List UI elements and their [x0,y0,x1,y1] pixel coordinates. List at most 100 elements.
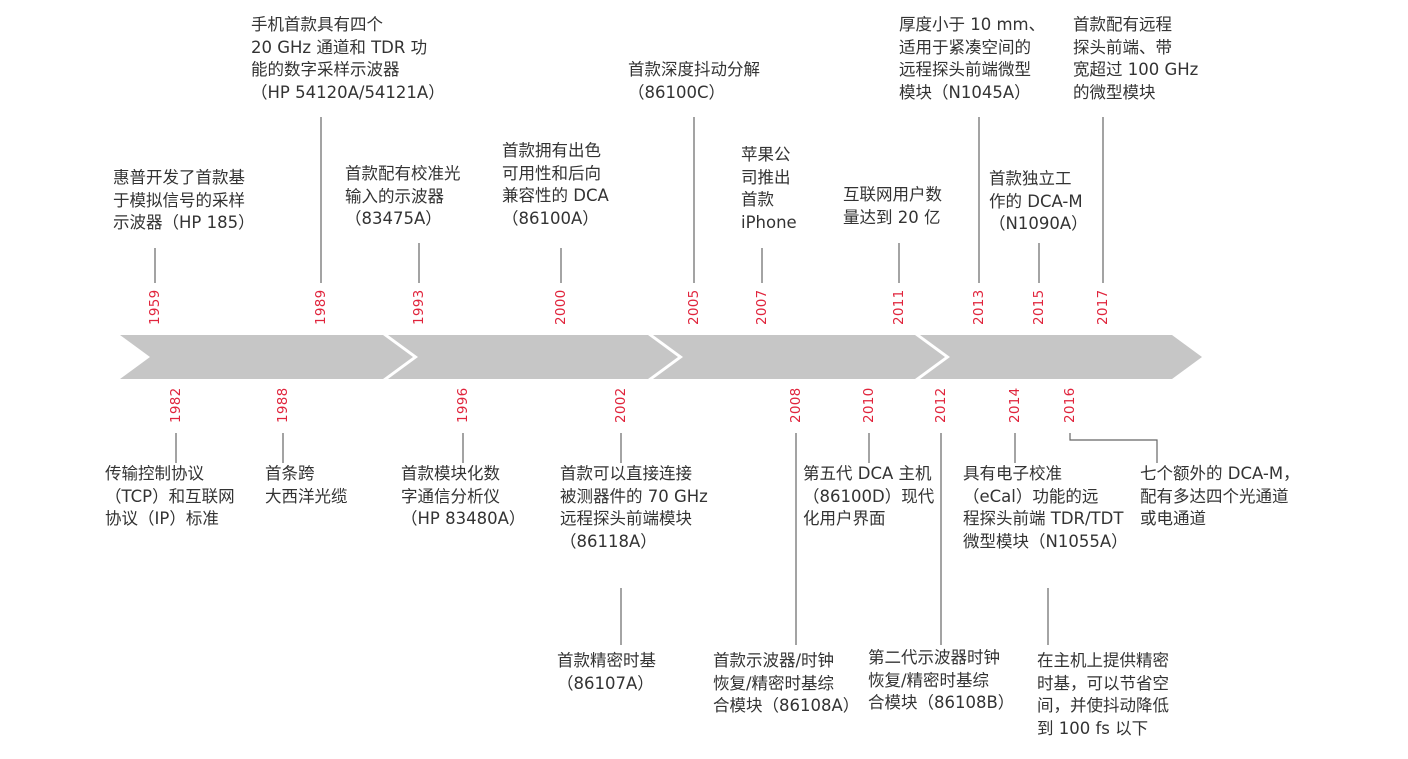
milestone-text-line: 可用性和后向 [502,163,601,183]
milestone-text-line: 司推出 [741,167,791,187]
milestone-text-line: 远程探头前端微型 [899,60,1031,79]
milestone-text-line: （86100D）现代 [803,486,935,506]
milestone-text-line: 宽超过 100 GHz [1073,60,1199,79]
milestone-text-line: 兼容性的 DCA [502,186,609,205]
milestone-label-1996: 首款模块化数字通信分析仪 （HP 83480A） [401,463,525,531]
year-label-1993: 1993 [411,289,427,325]
milestone-label-2000: 首款拥有出色可用性和后向兼容性的 DCA（86100A） [502,140,609,230]
milestone-text-line: （86100C） [628,82,726,102]
milestone-text-line: 合模块（86108A） [713,696,860,715]
timeline-arrow-segment-3 [653,335,945,379]
milestone-text-line: 恢复/精密时基综 [868,670,990,690]
milestone-label-2007: 苹果公司推出首款 iPhone [741,144,797,234]
milestone-text-line: 的微型模块 [1073,82,1156,102]
milestone-text-line: 字通信分析仪 [401,486,500,506]
year-label-2012: 2012 [933,387,949,423]
milestone-label-2014b: 在主机上提供精密时基，可以节省空间，并使抖动降低到 100 fs 以下 [1037,650,1169,740]
milestone-text-line: 到 100 fs 以下 [1037,718,1149,738]
timeline-arrow-segment-1 [120,335,413,379]
year-label-2005: 2005 [686,289,702,325]
milestone-label-1993: 首款配有校准光输入的示波器 （83475A） [345,163,461,231]
milestone-text-line: 首条跨 [265,464,315,483]
milestone-text-line: 间，并使抖动降低 [1037,696,1169,715]
year-label-2016: 2016 [1062,387,1078,423]
milestone-text-line: （83475A） [345,209,442,228]
milestone-text-line: （HP 83480A） [401,509,526,528]
milestone-label-2002b: 首款精密时基 （86107A） [557,650,656,695]
milestone-text-line: 作的 DCA-M [989,191,1083,211]
milestone-text-line: 协议（IP）标准 [105,509,219,528]
milestone-text-line: 被测器件的 70 GHz [560,486,708,506]
milestone-text-line: （HP 54120A/54121A） [251,82,445,102]
milestone-label-2015: 首款独立工作的 DCA-M （N1090A） [989,168,1088,236]
milestone-text-line: （86107A） [557,673,654,693]
milestone-text-line: 首款可以直接连接 [560,464,692,483]
milestone-text-line: （N1090A） [989,214,1088,233]
milestone-text-line: 传输控制协议 [105,464,204,483]
milestone-label-2005: 首款深度抖动分解（86100C） [628,59,760,104]
milestone-label-2013: 厚度小于 10 mm、适用于紧凑空间的远程探头前端微型模块（N1045A） [899,14,1045,104]
year-label-2013: 2013 [971,289,987,325]
milestone-text-line: （86100A） [502,208,599,228]
milestone-text-line: （eCal）功能的远 [963,486,1099,506]
milestone-text-line: 20 GHz 通道和 TDR 功 [251,37,428,57]
milestone-text-line: 首款精密时基 [557,651,656,670]
milestone-text-line: 七个额外的 DCA-M， [1140,464,1300,483]
milestone-text-line: 程探头前端 TDR/TDT [963,509,1124,528]
milestone-text-line: 能的数字采样示波器 [251,60,400,79]
year-label-1959: 1959 [147,289,163,325]
year-label-2014: 2014 [1007,387,1023,423]
milestone-label-1989: 手机首款具有四个 20 GHz 通道和 TDR 功能的数字采样示波器 （HP 541… [251,14,445,104]
milestone-label-2017: 首款配有远程探头前端、带宽超过 100 GHz 的微型模块 [1073,14,1198,104]
milestone-text-line: 首款示波器/时钟 [713,651,835,670]
milestone-text-line: 首款独立工 [989,169,1072,188]
year-label-2011: 2011 [891,289,907,325]
milestone-text-line: 首款配有校准光 [345,164,461,183]
milestone-text-line: （86118A） [560,531,657,551]
milestone-text-line: 在主机上提供精密 [1037,651,1169,670]
milestone-text-line: 探头前端、带 [1073,37,1172,57]
milestone-text-line: 于模拟信号的采样 [113,190,245,210]
year-label-1996: 1996 [455,387,471,423]
milestone-text-line: 输入的示波器 [345,186,444,206]
timeline-arrow-segment-4 [920,335,1202,379]
milestone-label-2016: 七个额外的 DCA-M，配有多达四个光通道或电通道 [1140,463,1300,531]
year-label-2017: 2017 [1095,289,1111,325]
milestone-text-line: 第五代 DCA 主机 [803,464,932,483]
milestone-text-line: 时基，可以节省空 [1037,673,1169,693]
milestone-text-line: 适用于紧凑空间的 [899,37,1031,57]
milestone-text-line: （TCP）和互联网 [105,486,235,506]
year-label-1982: 1982 [168,387,184,423]
milestone-text-line: 配有多达四个光通道 [1140,486,1289,506]
milestone-label-2011: 互联网用户数量达到 20 亿 [843,184,942,229]
milestone-label-1959: 惠普开发了首款基于模拟信号的采样示波器（HP 185） [113,167,255,235]
year-label-2008: 2008 [788,387,804,423]
year-label-2015: 2015 [1031,289,1047,325]
year-label-1988: 1988 [275,387,291,423]
year-label-1989: 1989 [313,289,329,325]
milestone-text-line: 苹果公 [741,145,791,164]
milestone-text-line: 惠普开发了首款基 [113,168,245,187]
milestone-text-line: 互联网用户数 [843,185,942,204]
milestone-text-line: 微型模块（N1055A） [963,531,1128,551]
connector-line-2016 [1069,433,1158,463]
milestone-text-line: 手机首款具有四个 [251,15,383,34]
milestone-label-2010: 第五代 DCA 主机 （86100D）现代化用户界面 [803,463,934,531]
year-label-2002: 2002 [613,387,629,423]
milestone-text-line: iPhone [741,212,797,232]
milestone-text-line: 首款配有远程 [1073,15,1172,34]
milestone-text-line: 模块（N1045A） [899,82,1031,102]
year-label-2010: 2010 [861,387,877,423]
milestone-text-line: 厚度小于 10 mm、 [899,15,1046,34]
milestone-text-line: 合模块（86108B） [868,693,1015,712]
milestone-text-line: 恢复/精密时基综 [713,673,835,693]
timeline-arrow-segment-2 [388,335,678,379]
milestone-text-line: 示波器（HP 185） [113,213,255,232]
milestone-text-line: 首款模块化数 [401,464,500,483]
milestone-label-2008: 首款示波器/时钟恢复/精密时基综合模块（86108A） [713,650,859,718]
milestone-label-2012: 第二代示波器时钟恢复/精密时基综合模块（86108B） [868,647,1014,715]
milestone-text-line: 首款 [741,190,774,209]
milestone-text-line: 化用户界面 [803,509,886,528]
